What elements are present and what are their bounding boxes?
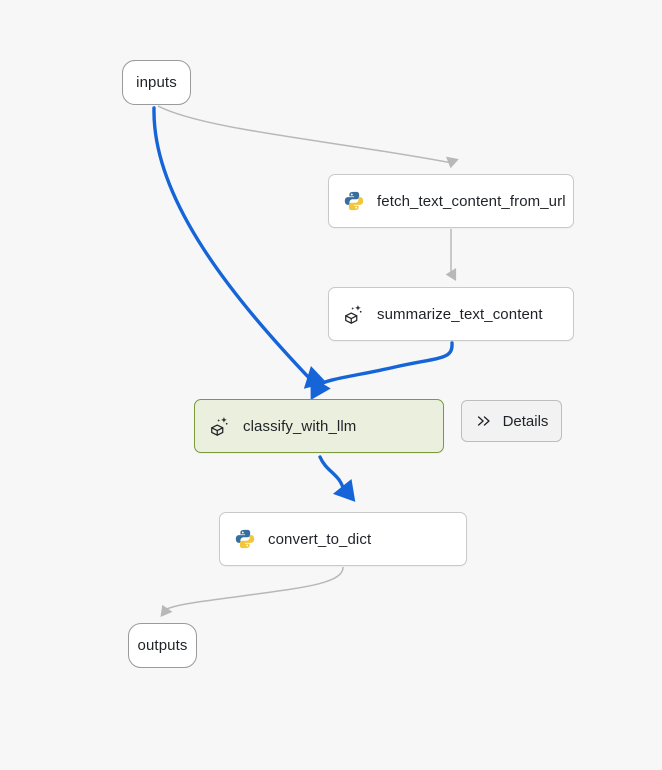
node-summarize-label: summarize_text_content <box>377 305 543 323</box>
double-chevron-right-icon <box>477 416 490 426</box>
node-fetch-label: fetch_text_content_from_url <box>377 192 566 210</box>
node-inputs[interactable]: inputs <box>122 60 191 105</box>
node-outputs[interactable]: outputs <box>128 623 197 668</box>
node-convert-label: convert_to_dict <box>268 530 372 548</box>
edge-summarize-to-classify <box>310 341 454 400</box>
details-button-label: Details <box>502 412 549 430</box>
node-convert-to-dict[interactable]: convert_to_dict <box>219 512 467 566</box>
python-icon <box>344 191 364 211</box>
python-icon <box>235 529 255 549</box>
ai-cube-sparkle-icon <box>211 417 228 436</box>
node-classify-label: classify_with_llm <box>243 417 357 435</box>
ai-cube-sparkle-icon <box>345 305 362 324</box>
node-inputs-label: inputs <box>136 74 177 91</box>
edge-convert-to-outputs <box>160 566 344 618</box>
edge-classify-to-convert <box>318 455 356 502</box>
node-outputs-label: outputs <box>137 637 188 654</box>
edge-inputs-to-classify <box>152 106 327 389</box>
edge-inputs-to-fetch <box>157 105 459 169</box>
details-button[interactable]: Details <box>461 400 562 442</box>
node-summarize-text-content[interactable]: summarize_text_content <box>328 287 574 341</box>
node-classify-with-llm[interactable]: classify_with_llm <box>194 399 444 453</box>
node-fetch-text-content-from-url[interactable]: fetch_text_content_from_url <box>328 174 574 228</box>
